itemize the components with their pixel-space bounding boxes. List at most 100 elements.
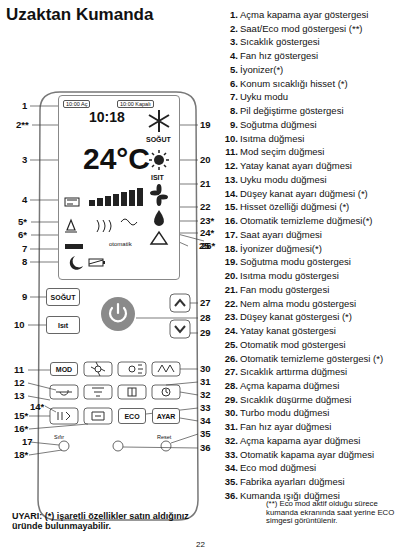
- eco-button: ECO: [118, 408, 146, 424]
- callout-number: 24*: [200, 228, 214, 238]
- button-text: MOD: [56, 366, 72, 373]
- lcd-text: 24°C: [83, 142, 150, 175]
- leader-line: [30, 249, 58, 250]
- leader-line: [190, 333, 198, 334]
- callout-number: 22: [200, 202, 211, 212]
- leader-line: [28, 396, 50, 400]
- list-number: 1.: [222, 10, 238, 20]
- leader-line: [29, 416, 50, 417]
- list-number: 6.: [222, 79, 238, 89]
- list-text: Düşey kanat göstergesi (*): [240, 312, 352, 322]
- list-text: Sıcaklık düşürme düğmesi: [240, 395, 351, 405]
- list-number: 32.: [222, 436, 238, 446]
- list-text: Açma kapama ayar düğmesi: [240, 436, 360, 446]
- leader-line: [180, 207, 198, 208]
- list-number: 9.: [222, 120, 238, 130]
- list-text: Fan hız göstergesi: [240, 51, 318, 61]
- lcd-text: ISIT: [151, 174, 164, 182]
- list-text: Isıtma modu göstergesi: [240, 271, 339, 281]
- callout-number: 14*: [30, 402, 44, 412]
- list-number: 12.: [222, 161, 238, 171]
- leader-line: [180, 418, 198, 421]
- callout-number: 32: [200, 390, 211, 400]
- callout-number: 30: [200, 364, 211, 374]
- heat-button: Isıt: [46, 316, 80, 334]
- list-text: Sıcaklık göstergesi: [240, 37, 320, 47]
- callout-number: 6*: [18, 230, 27, 240]
- leader-line: [136, 318, 198, 319]
- lcd-text: 10:00 Aç: [63, 100, 90, 108]
- cool-button: SOĞUT: [46, 288, 80, 306]
- list-text: Mod seçim düğmesi: [240, 147, 324, 157]
- callout-number: 2**: [16, 120, 29, 130]
- list-number: 21.: [222, 285, 238, 295]
- callout-number: 36: [200, 443, 211, 453]
- list-text: Nem alma modu göstergesi: [240, 299, 356, 309]
- list-number: 28.: [222, 381, 238, 391]
- leader-line: [171, 434, 198, 443]
- list-number: 24.: [222, 326, 238, 336]
- lcd-text: otomatik: [109, 241, 132, 248]
- leader-line: [180, 233, 198, 234]
- list-number: 30.: [222, 408, 238, 418]
- list-text: Otomatik temizleme düğmesi(*): [240, 216, 373, 226]
- leader-line: [190, 303, 198, 304]
- list-text: İyonizer(*): [240, 65, 283, 75]
- list-number: 23.: [222, 312, 238, 322]
- list-number: 17.: [222, 230, 238, 240]
- leader-line: [45, 406, 56, 412]
- callout-number: 12: [14, 378, 25, 388]
- leader-line: [30, 442, 59, 445]
- callout-number: 29: [200, 328, 211, 338]
- list-number: 11.: [222, 147, 238, 157]
- button-text: SOĞUT: [51, 294, 76, 301]
- list-number: 7.: [222, 92, 238, 102]
- list-text: Sıcaklık arttırma düğmesi: [240, 367, 347, 377]
- list-text: Fabrika ayarları düğmesi: [240, 477, 345, 487]
- list-text: Yatay kanat ayarı düğmesi: [240, 161, 352, 171]
- callout-number: 9: [22, 292, 27, 302]
- callout-number: 34: [200, 416, 211, 426]
- button-caption: Reset: [157, 434, 171, 440]
- callout-number: 8: [22, 257, 27, 267]
- callout-number: 1: [22, 101, 27, 111]
- list-text: Pil değiştirme göstergesi: [240, 106, 344, 116]
- list-text: Fan hız ayar düğmesi: [240, 422, 331, 432]
- list-number: 26.: [222, 354, 238, 364]
- callout-number: 18*: [14, 450, 28, 460]
- callout-number: 27: [200, 298, 211, 308]
- mode-button: MOD: [50, 362, 78, 376]
- list-text: Saat/Eco mod göstergesi (**): [240, 24, 363, 34]
- leader-line: [180, 125, 198, 126]
- list-number: 19.: [222, 257, 238, 267]
- leader-line: [180, 184, 198, 185]
- list-number: 5.: [222, 65, 238, 75]
- list-text: Soğutma düğmesi: [240, 120, 317, 130]
- list-number: 3.: [222, 37, 238, 47]
- list-text: Isıtma düğmesi: [240, 134, 304, 144]
- button-text: Isıt: [58, 322, 68, 329]
- leader-line: [180, 221, 198, 222]
- list-number: 31.: [222, 422, 238, 432]
- leader-line: [28, 383, 56, 390]
- list-text: Soğutma modu göstergesi: [240, 257, 351, 267]
- leader-line: [30, 160, 58, 161]
- callout-number: 31: [200, 377, 211, 387]
- list-number: 34.: [222, 463, 238, 473]
- callout-number: 35: [200, 429, 211, 439]
- list-text: Otomatik temizleme göstergesi (*): [240, 354, 383, 364]
- list-text: Saat ayarı düğmesi: [240, 230, 322, 240]
- callout-number: 23*: [200, 216, 214, 226]
- callout-number: 17: [22, 437, 33, 447]
- leader-line: [180, 392, 198, 395]
- list-number: 14.: [222, 189, 238, 199]
- list-text: Otomatik mod göstergesi: [240, 340, 346, 350]
- callout-number: 16*: [14, 424, 28, 434]
- list-text: İyonizer düğmesi(*): [240, 244, 322, 254]
- set-button: AYAR: [152, 408, 180, 424]
- leader-line: [180, 160, 198, 161]
- lcd-text: 10:00 Kapalı: [117, 100, 154, 108]
- list-number: 15.: [222, 202, 238, 212]
- callout-number: 26*: [201, 241, 215, 251]
- callout-number: 28: [200, 313, 211, 323]
